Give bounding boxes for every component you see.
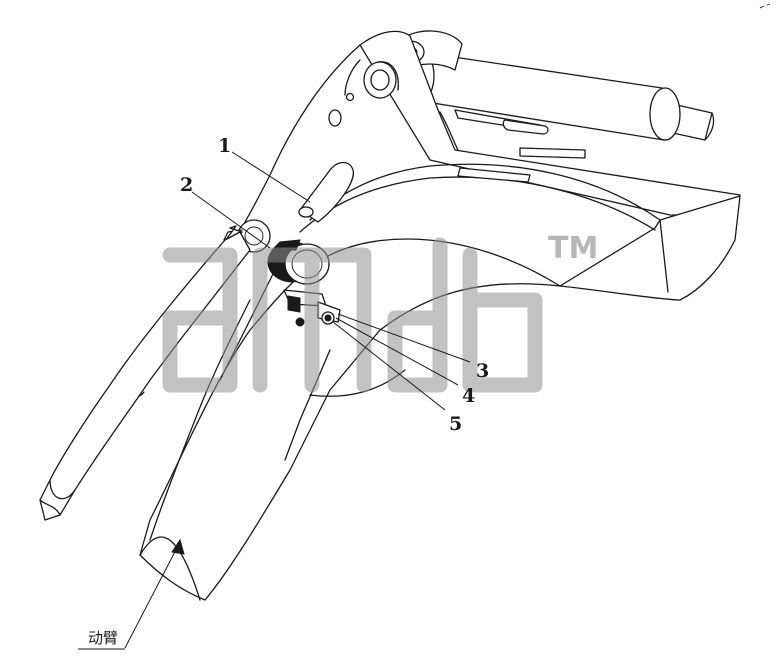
watermark: TM <box>162 231 598 393</box>
boom-part-label: 动臂 <box>88 629 118 647</box>
callout-1: 1 <box>218 135 231 157</box>
leader-lines <box>78 151 471 650</box>
callout-5: 5 <box>449 413 462 435</box>
bracket-part-1 <box>298 161 354 223</box>
boom-body <box>139 30 741 601</box>
callout-4: 4 <box>462 385 475 407</box>
callout-3: 3 <box>476 360 489 382</box>
callout-2: 2 <box>180 174 193 196</box>
trademark-symbol: TM <box>548 231 598 266</box>
linkage-bars <box>454 109 586 183</box>
corner-mark <box>759 3 771 9</box>
